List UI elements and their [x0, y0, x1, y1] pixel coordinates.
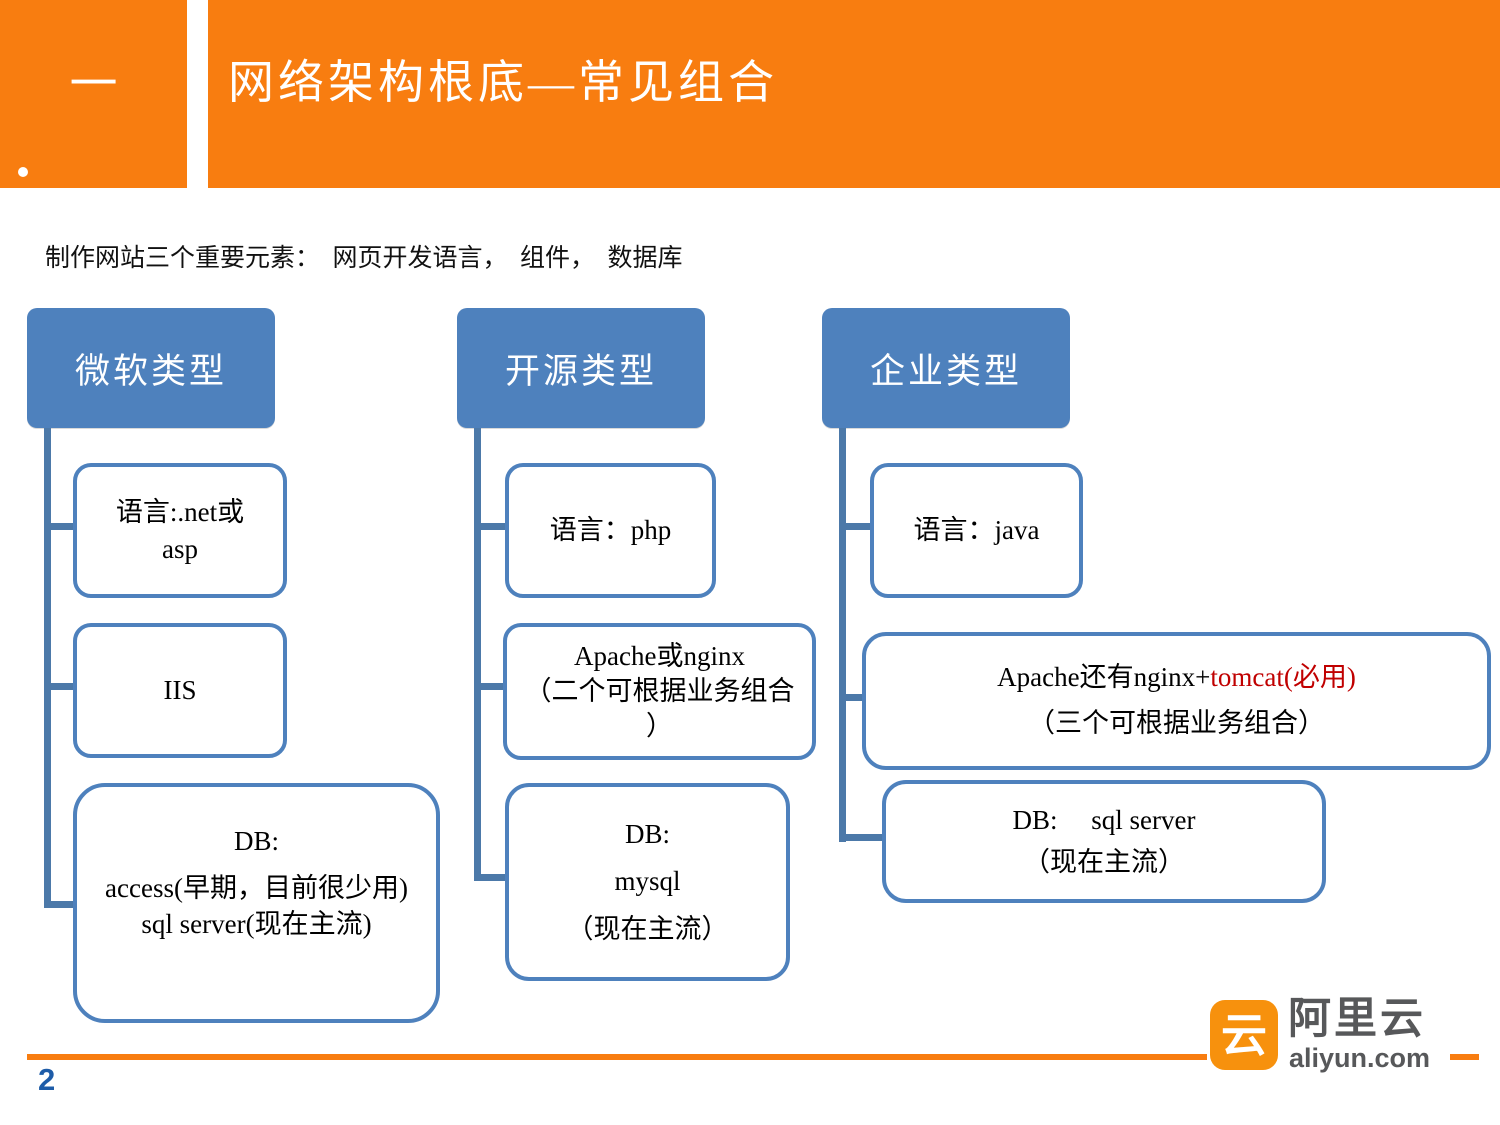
node-text-black: Apache还有nginx+	[997, 662, 1211, 693]
tree-enterprise-header: 企业类型	[822, 308, 1070, 428]
section-number: 一	[69, 58, 118, 111]
node-ent-database: DB: sql server （现在主流）	[882, 780, 1326, 903]
connector-stub	[846, 834, 884, 841]
node-text: Apache或nginx	[574, 640, 745, 671]
node-text: 语言:.net或	[115, 497, 245, 528]
cloud-glyph: 云	[1221, 1009, 1267, 1061]
aliyun-brand-text: 阿里云	[1288, 995, 1426, 1043]
node-text: （二个可根据业务组合	[524, 675, 795, 706]
tree-opensource-header: 开源类型	[457, 308, 705, 428]
footer-divider	[27, 1054, 1207, 1060]
connector-stub	[51, 901, 75, 908]
node-os-webserver: Apache或nginx （二个可根据业务组合 ）	[503, 623, 816, 760]
node-text: DB: sql server	[1012, 804, 1196, 835]
node-os-language: 语言：php	[505, 463, 716, 598]
connector-stub	[481, 683, 503, 690]
connector-stub	[846, 694, 864, 701]
node-text: DB:	[624, 819, 670, 850]
page-title: 网络架构根底—常见组合	[228, 57, 778, 108]
connector-stub	[51, 683, 75, 690]
node-text-mixed: Apache还有nginx+tomcat(必用)	[866, 655, 1487, 701]
node-text-red: tomcat(必用)	[1210, 662, 1356, 693]
aliyun-cloud-icon: 云	[1210, 1000, 1278, 1070]
node-text: （三个可根据业务组合）	[1028, 708, 1325, 738]
connector-trunk	[474, 428, 481, 881]
node-ent-webserver: Apache还有nginx+tomcat(必用) （三个可根据业务组合）	[862, 632, 1491, 770]
connector-trunk	[839, 428, 846, 842]
node-text: 语言：php	[549, 515, 672, 546]
node-ent-language: 语言：java	[870, 463, 1083, 598]
connector-stub	[846, 523, 872, 530]
node-text: DB:	[233, 826, 279, 857]
tree-microsoft-header: 微软类型	[27, 308, 275, 428]
node-ms-language: 语言:.net或 asp	[73, 463, 287, 598]
aliyun-domain-text: aliyun.com	[1289, 1043, 1431, 1073]
subtitle: 制作网站三个重要元素： 网页开发语言， 组件， 数据库	[45, 245, 683, 272]
node-text: mysql	[614, 866, 681, 897]
bullet-dot-icon	[18, 167, 28, 177]
header-left-block	[0, 0, 187, 188]
header-main-block	[208, 0, 1500, 188]
connector-stub	[481, 874, 505, 881]
node-text: asp	[162, 533, 198, 564]
node-text: sql server(现在主流)	[141, 909, 372, 940]
connector-stub	[51, 523, 75, 530]
node-text: IIS	[163, 675, 197, 706]
footer-divider-dash	[1450, 1054, 1479, 1060]
connector-stub	[481, 523, 505, 530]
node-text: 语言：java	[913, 515, 1040, 546]
connector-trunk	[44, 428, 51, 908]
node-ms-database: DB: access(早期，目前很少用) sql server(现在主流)	[73, 783, 440, 1023]
node-text: （现在主流）	[566, 913, 729, 944]
node-text: （现在主流）	[1023, 846, 1185, 877]
node-text: access(早期，目前很少用)	[105, 872, 408, 903]
node-ms-webserver: IIS	[73, 623, 287, 758]
page-number: 2	[38, 1062, 56, 1097]
node-text: ）	[646, 711, 673, 742]
node-os-database: DB: mysql （现在主流）	[505, 783, 790, 981]
